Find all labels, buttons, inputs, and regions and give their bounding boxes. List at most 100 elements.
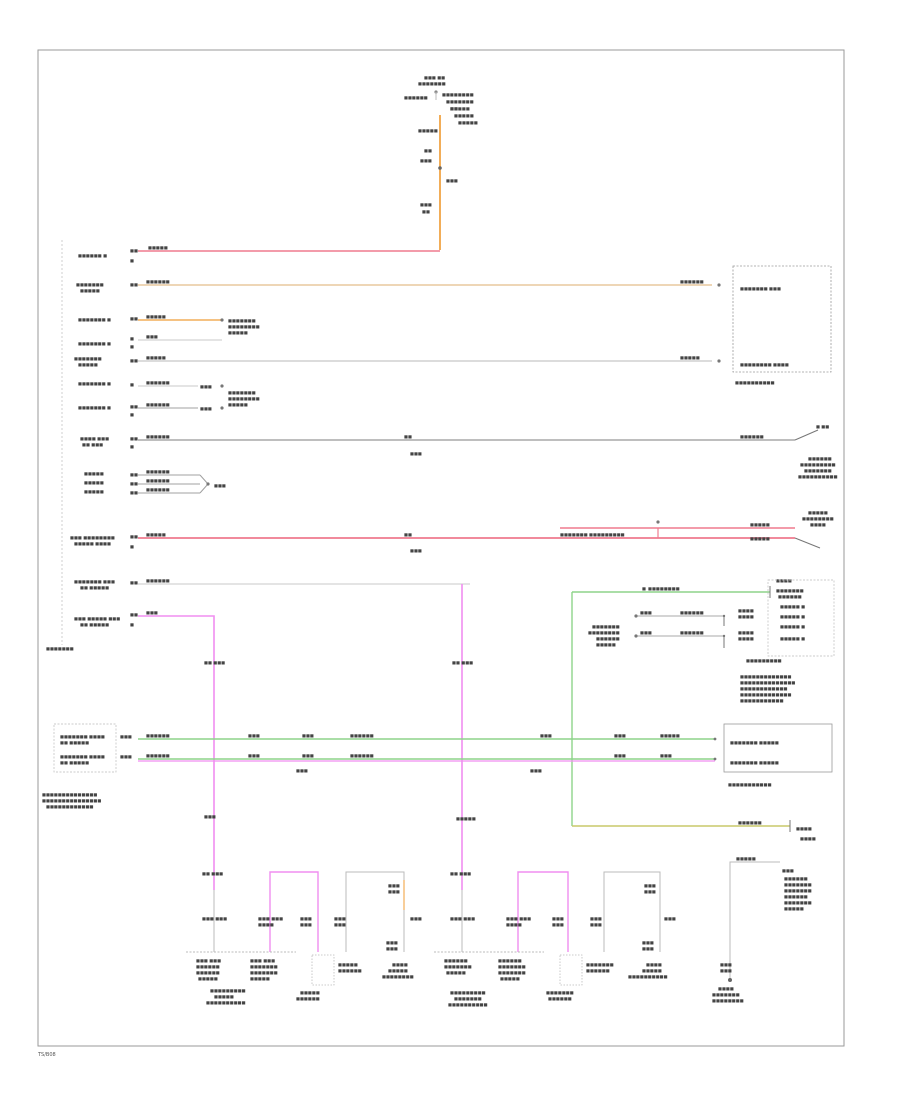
svg-text:■■■■■■: ■■■■■■ — [146, 733, 170, 738]
svg-text:■■■■■: ■■■■■ — [198, 976, 218, 981]
svg-text:■■■■■: ■■■■■ — [84, 480, 104, 485]
svg-text:■■■■■■■: ■■■■■■■ — [228, 390, 256, 395]
svg-text:■■■■■■: ■■■■■■ — [146, 380, 170, 385]
svg-text:■■■■■: ■■■■■ — [454, 113, 474, 118]
svg-text:■■■■■: ■■■■■ — [660, 733, 680, 738]
svg-text:■■■■■■■■: ■■■■■■■■ — [712, 998, 744, 1003]
svg-text:■■■■: ■■■■ — [738, 630, 754, 635]
svg-text:■■■■■ ■: ■■■■■ ■ — [780, 636, 805, 641]
svg-text:■■■: ■■■ — [120, 754, 132, 759]
svg-text:■■ ■■■: ■■ ■■■ — [450, 871, 471, 876]
svg-text:■■: ■■ — [130, 358, 138, 363]
svg-text:■■: ■■ — [130, 404, 138, 409]
svg-text:■■■: ■■■ — [248, 733, 260, 738]
svg-text:■■■ ■■■■■ ■■■: ■■■ ■■■■■ ■■■ — [74, 616, 120, 621]
svg-text:■■■■■■■■: ■■■■■■■■ — [382, 974, 414, 979]
svg-text:■■■■■■: ■■■■■■ — [350, 753, 374, 758]
svg-text:■■■■■ ■: ■■■■■ ■ — [780, 614, 805, 619]
svg-text:■■■■■■■ ■■■■■: ■■■■■■■ ■■■■■ — [730, 740, 779, 745]
svg-text:■■■: ■■■ — [388, 883, 400, 888]
svg-text:■■■■: ■■■■ — [738, 608, 754, 613]
svg-text:■■■: ■■■ — [334, 916, 346, 921]
svg-text:■■■: ■■■ — [420, 202, 432, 207]
svg-text:■■■■■■■: ■■■■■■■ — [592, 624, 620, 629]
svg-text:■■■■■: ■■■■■ — [458, 120, 478, 125]
svg-text:■■■■■■: ■■■■■■ — [338, 968, 362, 973]
headlamp-switch-box: ■■■■■■■ ■■■ ■■■■■■■■ ■■■■ ■■■■■■■■■■ — [717, 265, 832, 385]
svg-text:■■■■: ■■■■ — [776, 578, 792, 583]
svg-text:■■■■■■■: ■■■■■■■ — [776, 588, 804, 593]
left-module-labels: ■■■■■■ ■ ■■■■■■■ ■■■■■ ■■■■■■■ ■ ■■■■■■■… — [46, 240, 120, 651]
svg-text:■■■■■■■ ■■■■: ■■■■■■■ ■■■■ — [60, 734, 105, 739]
svg-text:■■■■■■■: ■■■■■■■ — [250, 970, 278, 975]
svg-text:■: ■ — [642, 586, 646, 591]
ground-splice: ■■■■■■ ■■■■■■ ■■■■■■ ■■■ — [138, 469, 226, 494]
svg-text:■■■■■■■: ■■■■■■■ — [498, 964, 526, 969]
svg-text:■■■: ■■■ — [120, 734, 132, 739]
svg-text:■■■■■■■■■■■: ■■■■■■■■■■■ — [740, 698, 784, 703]
svg-text:■■■■■■■: ■■■■■■■ — [444, 964, 472, 969]
svg-text:■■■■■■: ■■■■■■ — [498, 958, 522, 963]
svg-text:■■■■■: ■■■■■ — [500, 976, 520, 981]
svg-text:■■■■■: ■■■■■ — [808, 510, 828, 515]
svg-text:■: ■ — [130, 344, 134, 349]
svg-text:■■■■■■■ ■■■■: ■■■■■■■ ■■■■ — [60, 754, 105, 759]
svg-text:■■: ■■ — [130, 481, 138, 486]
svg-text:■■■■■■■: ■■■■■■■ — [804, 468, 832, 473]
svg-text:■■■■: ■■■■ — [392, 962, 408, 967]
svg-text:■■■■■■: ■■■■■■ — [548, 996, 572, 1001]
svg-text:■■: ■■ — [450, 106, 458, 111]
svg-text:■■■: ■■■ — [590, 922, 602, 927]
svg-text:■■■■■■: ■■■■■■ — [146, 469, 170, 474]
svg-text:■■■ ■■■■■■■■: ■■■ ■■■■■■■■ — [70, 535, 115, 540]
svg-text:■■■ ■■■: ■■■ ■■■ — [258, 916, 283, 921]
svg-text:■■■: ■■■ — [446, 178, 458, 183]
svg-text:■■■■: ■■■■ — [738, 636, 754, 641]
svg-text:■■■■■■■ ■■■: ■■■■■■■ ■■■ — [74, 579, 115, 584]
svg-text:■■■■■: ■■■■■ — [214, 994, 234, 999]
svg-text:■■: ■■ — [404, 532, 412, 537]
svg-text:■■■■■■: ■■■■■■ — [596, 636, 620, 641]
svg-text:■■ ■■■: ■■ ■■■ — [82, 442, 103, 447]
seat-belt-switch-module: ■■■ ■■■ ■■■■■■ ■■■■■■ ■■■■■■■ ■■■■■■■■ ■… — [588, 579, 835, 703]
svg-text:■■■■: ■■■■ — [506, 922, 522, 927]
svg-text:■■ ■■■■■: ■■ ■■■■■ — [80, 622, 109, 627]
svg-text:■■■■■: ■■■■■ — [596, 642, 616, 647]
svg-text:■■■■■: ■■■■■ — [736, 856, 756, 861]
svg-text:■■■■■: ■■■■■ — [338, 962, 358, 967]
svg-text:■■■: ■■■ — [334, 922, 346, 927]
svg-text:■■■■■■: ■■■■■■ — [680, 610, 704, 615]
svg-text:■■■■■■■■■■■■■: ■■■■■■■■■■■■■ — [740, 674, 791, 679]
svg-text:■■■: ■■■ — [644, 889, 656, 894]
svg-text:■■■■■■■■: ■■■■■■■■ — [442, 92, 474, 97]
svg-text:■■■■■■■■: ■■■■■■■■ — [648, 586, 680, 591]
svg-text:■■■■■ ■■■■: ■■■■■ ■■■■ — [74, 541, 111, 546]
svg-text:■■■■■■■: ■■■■■■■ — [784, 882, 812, 887]
svg-text:■■■■■: ■■■■■ — [250, 976, 270, 981]
svg-text:■■: ■■ — [130, 316, 138, 321]
svg-text:■■■: ■■■ — [386, 940, 398, 945]
svg-text:■■■■■■■■■■: ■■■■■■■■■■ — [628, 974, 668, 979]
svg-text:■■: ■■ — [130, 282, 138, 287]
svg-text:■■■■■■■■■: ■■■■■■■■■ — [450, 990, 486, 995]
svg-text:■■■■■■■: ■■■■■■■ — [446, 99, 474, 104]
svg-text:■■■■■■: ■■■■■■ — [738, 820, 762, 825]
svg-text:■: ■ — [130, 444, 134, 449]
svg-text:■: ■ — [130, 412, 134, 417]
svg-text:■■■: ■■■ — [590, 916, 602, 921]
svg-text:■■■■■■■: ■■■■■■■ — [586, 962, 614, 967]
svg-text:■■■: ■■■ — [720, 962, 732, 967]
svg-text:■■■: ■■■ — [214, 483, 226, 488]
svg-text:■■■ ■■■: ■■■ ■■■ — [202, 916, 227, 921]
svg-text:■■■: ■■■ — [660, 753, 672, 758]
svg-text:■■■■■■■ ■: ■■■■■■■ ■ — [78, 381, 111, 386]
svg-text:■■■■■■■: ■■■■■■■ — [454, 996, 482, 1001]
svg-text:■■■■■: ■■■■■ — [228, 402, 248, 407]
seat-belt-lines: ■■■ ■■■ ■■■■■■ ■■■■■■ ■■■ ■■■ ■■■ ■■■ ■■… — [42, 723, 833, 809]
svg-text:■■■■■ ■: ■■■■■ ■ — [780, 624, 805, 629]
svg-text:■■■■■■: ■■■■■■ — [808, 456, 832, 461]
svg-text:■■■: ■■■ — [386, 946, 398, 951]
svg-text:■■■■■■: ■■■■■■ — [784, 894, 808, 899]
svg-text:■■■■■■: ■■■■■■ — [404, 95, 428, 100]
